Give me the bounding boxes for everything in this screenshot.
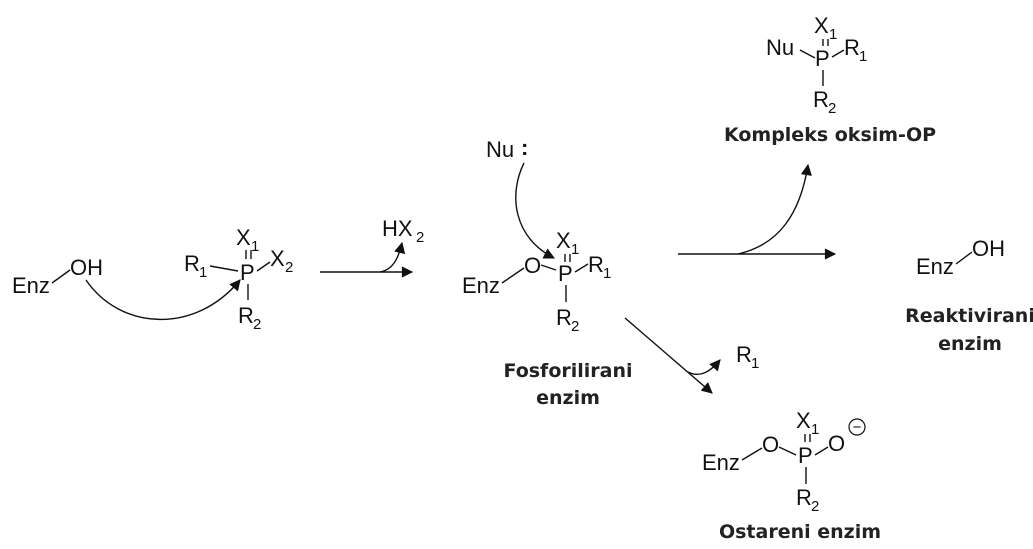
negative-charge-sign: − (853, 419, 862, 436)
caption-reactivated-line1: Reaktivirani (905, 305, 1033, 327)
phosphorylated-enzyme: Enz O X 1 P R 1 R 2 (462, 228, 611, 335)
sub-r-bottom: 2 (253, 316, 261, 333)
sub-hx: 2 (416, 229, 424, 246)
sub-r: 1 (199, 264, 207, 281)
atom-oh-r: OH (972, 236, 1005, 261)
arrow-to-complex (737, 163, 812, 255)
atom-r1-p: R (588, 252, 604, 277)
atom-o-minus: O (828, 431, 845, 456)
bond-nu-p (799, 49, 816, 59)
caption-complex: Kompleks oksim-OP (724, 124, 936, 146)
atom-enz-a: Enz (702, 450, 740, 475)
atom-p-a: P (798, 443, 813, 468)
atom-x: X (236, 225, 251, 250)
arrow-oh-attack (85, 279, 241, 321)
organophosphate: X 1 R 1 P X 2 R 2 (184, 225, 293, 333)
negative-charge-circle (848, 418, 866, 436)
leaving-group: HX 2 (382, 216, 424, 246)
bond-p-o-a (814, 446, 829, 456)
reactivated-enzyme: Enz OH (916, 236, 1005, 279)
lost-group: R 1 (736, 342, 759, 372)
sub-r2-c: 2 (828, 100, 836, 117)
caption-aged: Ostareni enzim (719, 521, 881, 543)
bond-o-p (540, 264, 557, 271)
sub-x-leaving: 2 (285, 259, 293, 276)
atom-hx: HX (382, 216, 413, 241)
atom-r1-c: R (844, 35, 860, 60)
bond-enz-oh-r (955, 251, 973, 265)
atom-oh: OH (70, 255, 103, 280)
arrow-leaving-group (379, 241, 406, 273)
atom-x-c: X (814, 13, 829, 38)
sub-x-a: 1 (811, 421, 819, 438)
atom-r1-lost: R (736, 342, 752, 367)
arrow-nu-attack (515, 162, 556, 259)
atom-r2-p: R (556, 305, 572, 330)
enzyme-oh: Enz OH (12, 255, 103, 298)
atom-enz-p: Enz (462, 273, 500, 298)
lone-pair: : (521, 135, 528, 160)
caption-reactivated-line2: enzim (938, 333, 1002, 355)
sub-r2-a: 2 (811, 498, 819, 515)
bond-o-p-a (778, 446, 797, 456)
bond-enz-o (51, 269, 71, 284)
caption-phosphorylated-line1: Fosforilirani (503, 360, 632, 382)
caption-phosphorylated-line2: enzim (536, 387, 600, 409)
atom-x-a: X (796, 408, 811, 433)
sub-r1-c: 1 (859, 48, 867, 65)
atom-o-a: O (762, 432, 779, 457)
oxime-op-complex: X 1 Nu P R 1 R 2 (766, 13, 867, 117)
sub-r1-lost: 1 (751, 355, 759, 372)
sub-r2-p: 2 (571, 318, 579, 335)
sub-x-p: 1 (571, 241, 579, 258)
arrow-r1-loss (687, 359, 721, 376)
atom-p-c: P (815, 46, 830, 71)
sub-x-c: 1 (829, 26, 837, 43)
bond-enz-o-a (741, 447, 763, 461)
bond-r-p (209, 265, 239, 272)
bond-enz-o-p (501, 267, 525, 284)
atom-enz: Enz (12, 273, 50, 298)
atom-nu: Nu (486, 137, 514, 162)
atom-nu-c: Nu (766, 35, 794, 60)
sub-r1-p: 1 (603, 265, 611, 282)
nucleophile: Nu : (486, 135, 528, 162)
sub-x: 1 (251, 238, 259, 255)
atom-o-p: O (524, 253, 541, 278)
atom-enz-r: Enz (916, 254, 954, 279)
bond-p-r1 (574, 263, 589, 273)
atom-r2-c: R (813, 87, 829, 112)
arrow-aging (624, 317, 713, 394)
bond-p-x (256, 261, 271, 272)
atom-p-p: P (558, 261, 573, 286)
atom-r: R (184, 251, 200, 276)
atom-x-leaving: X (270, 246, 285, 271)
atom-p: P (240, 260, 255, 285)
atom-r2-a: R (796, 485, 812, 510)
atom-x-p: X (556, 228, 571, 253)
bond-p-r1-c (831, 49, 845, 58)
aged-enzyme: Enz O X 1 P O − R 2 (702, 408, 866, 515)
atom-r-bottom: R (238, 303, 254, 328)
